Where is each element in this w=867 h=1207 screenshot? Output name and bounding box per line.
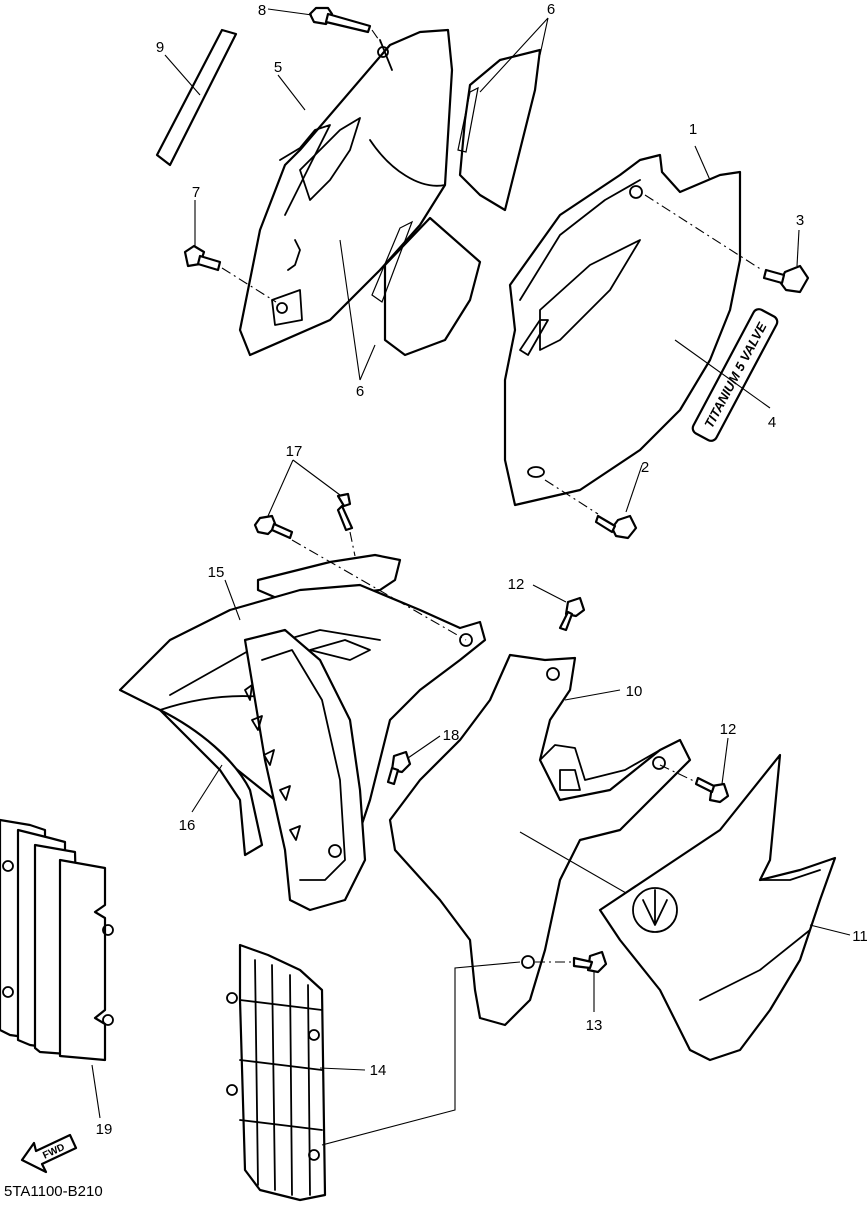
callout-7: 7 xyxy=(192,184,200,201)
shroud-16 xyxy=(158,628,367,912)
fwd-arrow-icon: FWD xyxy=(20,1133,78,1174)
callout-6-upper: 6 xyxy=(547,1,555,18)
callout-18: 18 xyxy=(443,727,460,744)
bolt-7 xyxy=(183,244,277,303)
drawing-code: 5TA1100-B210 xyxy=(4,1183,103,1200)
callout-16: 16 xyxy=(179,817,196,834)
leader-lines xyxy=(91,8,851,1119)
plate-6-lower xyxy=(371,216,482,357)
callout-15: 15 xyxy=(208,564,225,581)
shroud-11 xyxy=(598,753,837,1062)
callout-12-lower: 12 xyxy=(720,721,737,738)
callout-numbers: 1 2 3 4 5 6 6 7 8 9 10 11 12 12 13 14 15… xyxy=(96,1,867,1138)
bolt-17-right xyxy=(291,492,467,641)
side-cover-right xyxy=(503,153,742,507)
callout-11: 11 xyxy=(852,928,867,945)
callout-1: 1 xyxy=(689,121,697,138)
callout-9: 9 xyxy=(156,39,164,56)
callout-10: 10 xyxy=(626,683,643,700)
bolt-18 xyxy=(386,750,412,786)
callout-3: 3 xyxy=(796,212,804,229)
sticker-9 xyxy=(155,28,238,167)
radiator-guard-14 xyxy=(226,943,327,1202)
callout-8: 8 xyxy=(258,2,266,19)
bolt-12-upper xyxy=(558,596,586,632)
callout-2: 2 xyxy=(641,459,649,476)
callout-19: 19 xyxy=(96,1121,113,1138)
callout-12-upper: 12 xyxy=(508,576,525,593)
bolt-17-left xyxy=(253,514,294,540)
callout-5: 5 xyxy=(274,59,282,76)
callout-13: 13 xyxy=(586,1017,603,1034)
callout-14: 14 xyxy=(370,1062,387,1079)
shroud-10 xyxy=(388,653,692,1027)
bolt-2 xyxy=(544,479,638,540)
callout-6-lower: 6 xyxy=(356,383,364,400)
side-cover-bolt-hole-top xyxy=(377,46,389,58)
radiator-19 xyxy=(0,818,114,1062)
side-cover-left xyxy=(238,28,454,357)
bolt-8 xyxy=(308,6,384,47)
callout-4: 4 xyxy=(768,414,776,431)
bolt-3 xyxy=(644,194,810,294)
bolt-12-lower xyxy=(659,764,730,804)
callout-17: 17 xyxy=(286,443,303,460)
bolt-13 xyxy=(535,950,608,974)
plate-6-upper xyxy=(457,48,542,212)
